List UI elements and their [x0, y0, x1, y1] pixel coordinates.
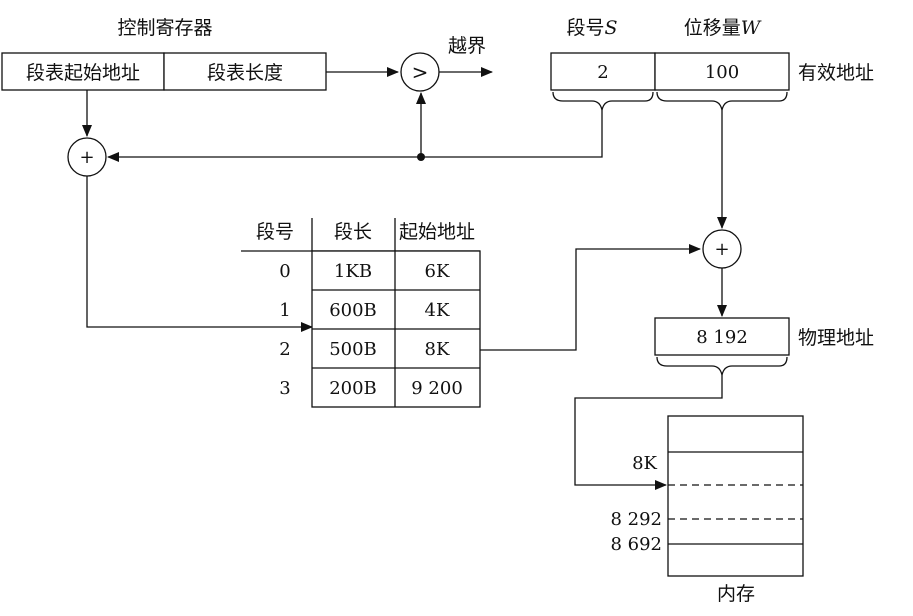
memory-mark-8292: 8 292	[610, 509, 662, 530]
row-start: 9 200	[411, 378, 463, 399]
offset-brace	[656, 91, 788, 111]
physical-address-value: 8 192	[696, 327, 748, 348]
adder1-to-table-arrow	[86, 176, 313, 332]
row-length: 200B	[329, 378, 377, 399]
comparator: >	[400, 52, 440, 92]
offset-value: 100	[705, 62, 739, 83]
physical-brace	[656, 356, 788, 376]
table-row: 1 600B 4K	[279, 300, 450, 321]
seg-value: 2	[597, 62, 608, 83]
table-row: 3 200B 9 200	[279, 378, 462, 399]
seg-number-header: 段号S	[566, 17, 617, 39]
memory-box	[667, 415, 804, 577]
row-seg: 0	[279, 261, 290, 282]
row-length: 500B	[329, 339, 377, 360]
row-seg: 3	[279, 378, 290, 399]
seg-brace	[552, 91, 654, 111]
row-seg: 2	[279, 339, 290, 360]
adder2-symbol: +	[714, 239, 729, 260]
row-length: 1KB	[334, 261, 372, 282]
offset-header: 位移量W	[684, 17, 762, 39]
segtable-length-label: 段表长度	[207, 62, 283, 84]
table-header-start: 起始地址	[399, 221, 475, 243]
effective-address-label: 有效地址	[798, 62, 874, 84]
segtable-length-cell	[163, 52, 327, 91]
comparator-symbol: >	[412, 60, 429, 84]
seg-value-cell	[550, 52, 656, 91]
physical-address-label: 物理地址	[798, 327, 874, 349]
row-start: 8K	[425, 339, 450, 360]
table-row: 0 1KB 6K	[279, 261, 450, 282]
table-header-seg: 段号	[256, 221, 294, 243]
table-address-adder: +	[67, 137, 107, 177]
offset-value-cell	[654, 52, 790, 91]
physical-address-adder: +	[702, 229, 742, 269]
table-row: 2 500B 8K	[279, 339, 450, 360]
adder1-symbol: +	[79, 147, 94, 168]
seg-number-path-arrow	[107, 110, 603, 162]
memory-mark-8692: 8 692	[610, 534, 662, 555]
row-length: 600B	[329, 300, 377, 321]
physical-to-memory-arrow	[574, 375, 723, 490]
overflow-label: 越界	[448, 35, 486, 57]
row-start: 6K	[425, 261, 450, 282]
memory: 8K 8 292 8 692 内存	[610, 415, 804, 605]
segtable-start-label: 段表起始地址	[26, 62, 140, 84]
memory-label: 内存	[717, 583, 755, 605]
table-to-adder2-arrow	[480, 244, 701, 351]
control-register-title: 控制寄存器	[117, 17, 212, 39]
control-register: 段表起始地址 段表长度	[1, 52, 327, 91]
row-start: 4K	[425, 300, 450, 321]
table-header-length: 段长	[334, 221, 372, 243]
segtable-start-cell	[1, 52, 165, 91]
effective-address-register: 2 100	[550, 52, 790, 91]
row-seg: 1	[279, 300, 290, 321]
memory-mark-8k: 8K	[632, 453, 657, 474]
segment-table: 段号 段长 起始地址 0 1KB 6K 1 600B 4K 2 500B 8K …	[241, 218, 481, 408]
physical-address-box	[654, 317, 790, 356]
